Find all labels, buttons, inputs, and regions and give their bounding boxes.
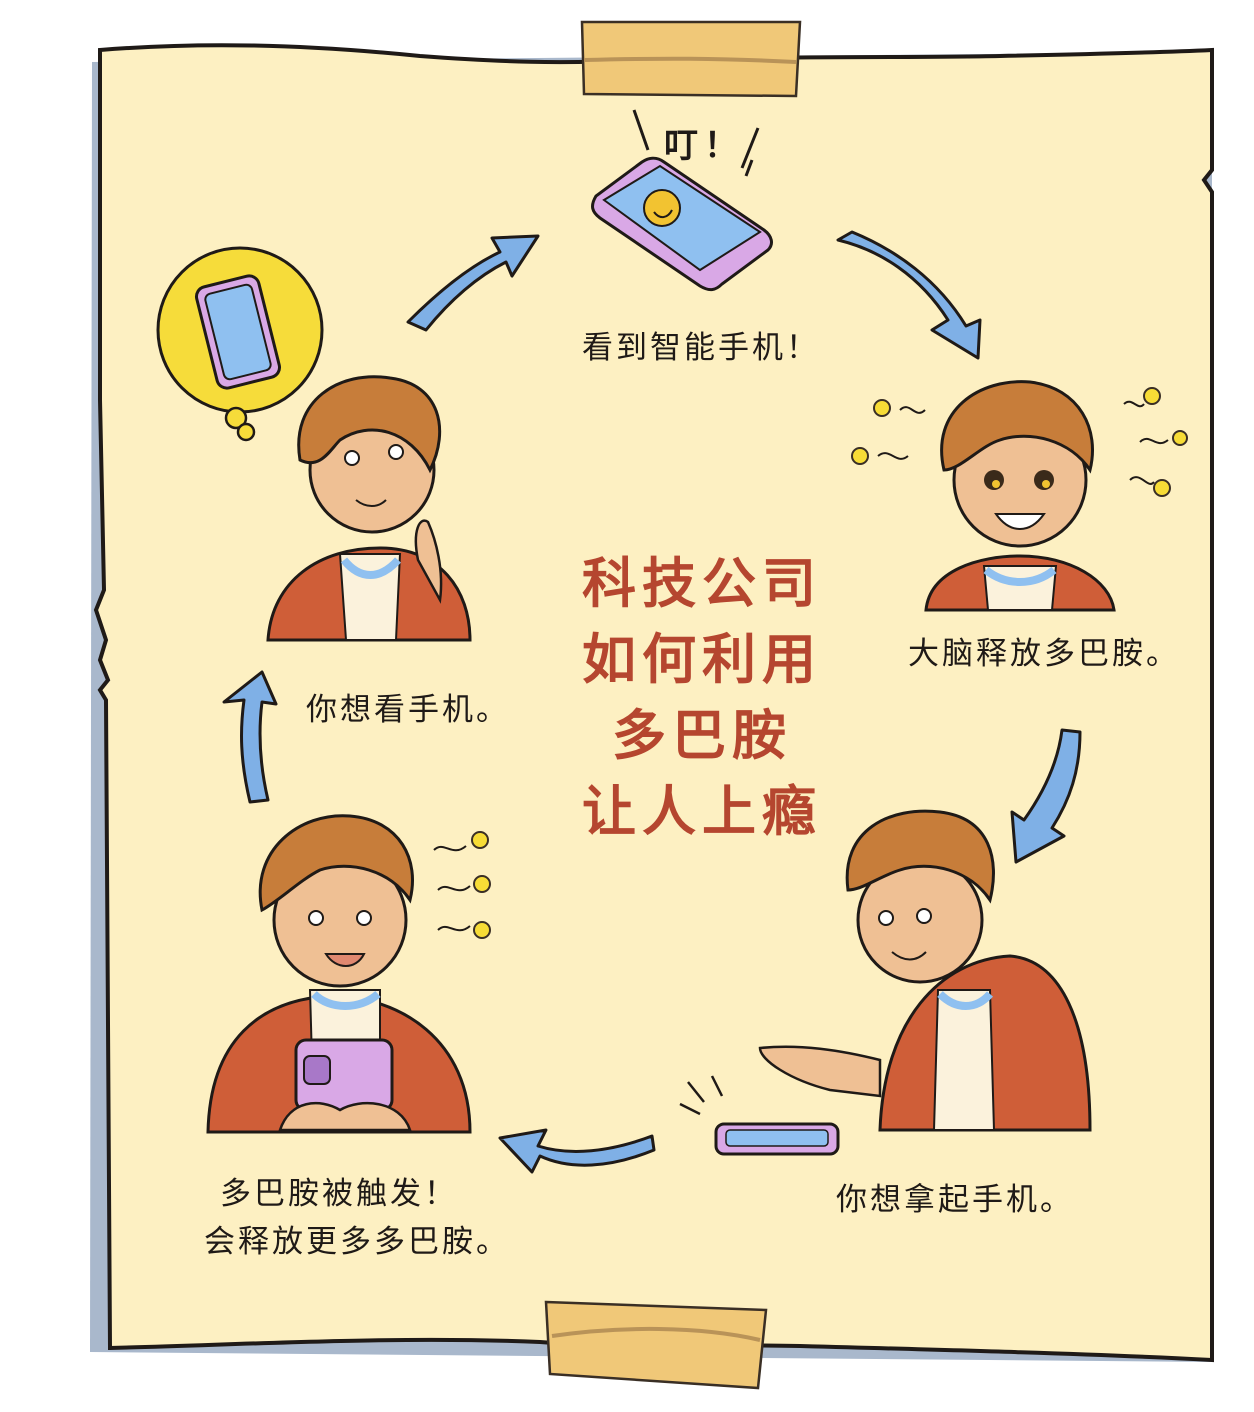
title-line-4: 让人上瘾 bbox=[582, 780, 822, 843]
character-triggered bbox=[206, 814, 472, 1134]
caption-see-phone: 看到智能手机！ bbox=[582, 330, 820, 366]
arrow-bottom bbox=[498, 1128, 656, 1174]
bottom-tape bbox=[544, 1300, 768, 1390]
title-line-1: 科技公司 bbox=[582, 552, 822, 615]
caption-want-phone: 你想看手机。 bbox=[306, 692, 510, 728]
caption-reach-phone: 你想拿起手机。 bbox=[836, 1182, 1074, 1218]
caption-triggered-line2: 会释放更多多巴胺。 bbox=[204, 1224, 510, 1260]
arrow-right-down bbox=[1010, 728, 1082, 864]
character-reaching bbox=[679, 809, 1092, 1156]
top-tape bbox=[580, 20, 802, 98]
caption-triggered-line1: 多巴胺被触发！ bbox=[220, 1176, 458, 1212]
character-excited bbox=[924, 380, 1116, 612]
dopamine-sparkles-left bbox=[433, 831, 491, 939]
smartphone-on-table bbox=[714, 1122, 840, 1156]
thought-bubble bbox=[156, 246, 324, 442]
character-thinking bbox=[266, 375, 472, 642]
center-title: 科技公司 如何利用 多巴胺 让人上瘾 bbox=[582, 546, 822, 850]
dopamine-sparkles-right bbox=[851, 387, 1188, 497]
smartphone-top-illustration bbox=[591, 109, 773, 292]
arrow-top-right bbox=[836, 230, 982, 360]
arrow-left-up bbox=[222, 670, 278, 804]
arrow-top-left bbox=[406, 234, 540, 332]
ding-sound-text: 叮！ bbox=[664, 126, 744, 166]
caption-brain-release: 大脑释放多巴胺。 bbox=[908, 636, 1180, 672]
title-line-3: 多巴胺 bbox=[612, 704, 792, 767]
title-line-2: 如何利用 bbox=[582, 628, 822, 691]
